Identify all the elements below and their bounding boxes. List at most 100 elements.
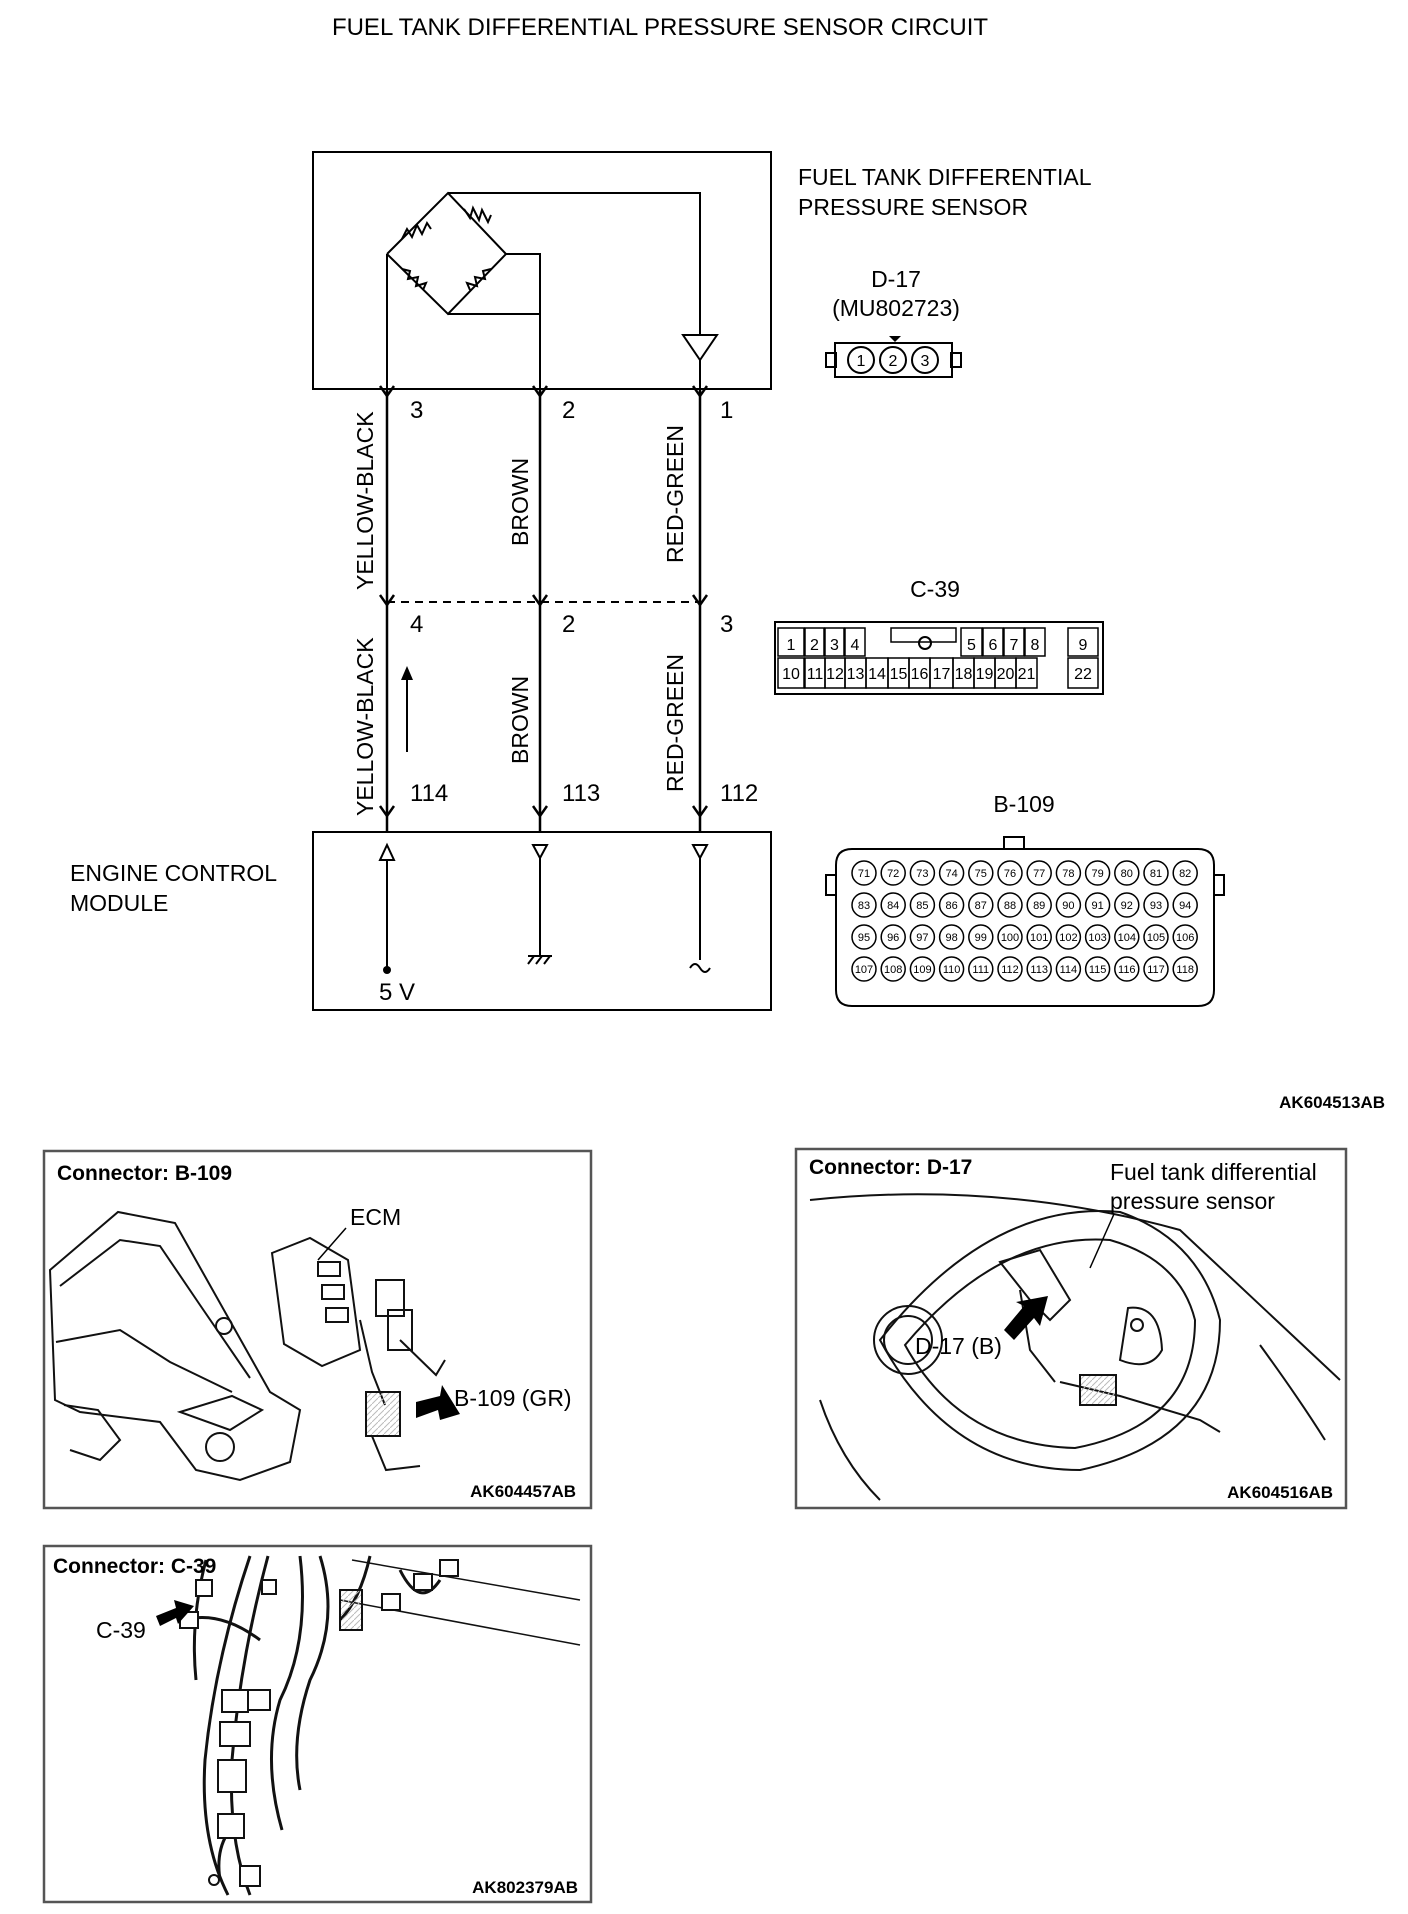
b109-pin-label: 74 — [945, 868, 957, 880]
b109-pin-cavity — [968, 924, 994, 950]
supply-voltage-label: 5 V — [379, 979, 415, 1006]
b109-pin-label: 106 — [1176, 932, 1194, 944]
b109-pin-cavity — [1055, 860, 1082, 886]
b109-pin-label: 100 — [1001, 932, 1019, 944]
b109-pin-cavity — [1143, 924, 1169, 950]
b109-pin-label: 104 — [1118, 932, 1136, 944]
b109-pin-cavity — [880, 860, 906, 886]
b109-pin-cavity — [851, 956, 877, 982]
b109-connector-label: B-109 — [993, 791, 1054, 817]
sensor-leader-line — [1089, 1213, 1115, 1269]
b109-pin-label: 77 — [1033, 868, 1045, 880]
wire-color-label: RED-GREEN — [662, 425, 688, 563]
diagram-reference: AK604513AB — [1279, 1093, 1385, 1112]
c39-pin-cavity — [824, 627, 845, 657]
c39-pin-label: 5 — [967, 637, 976, 654]
ecm-leader-line — [317, 1227, 347, 1261]
d17-connector: D-17 (MU802723) 1 2 3 — [825, 266, 962, 378]
c39-pin-label: 17 — [933, 666, 951, 683]
b109-pin-cavity — [851, 860, 877, 886]
diagram-title: FUEL TANK DIFFERENTIAL PRESSURE SENSOR C… — [332, 14, 988, 41]
ecm-pin-number: 114 — [410, 780, 448, 807]
b109-pin-label: 91 — [1091, 900, 1103, 912]
panel-reference: AK802379AB — [472, 1878, 578, 1897]
photo-panel-d17: Connector: D-17 Fuel tank differential p… — [794, 1147, 1348, 1510]
b109-pin-label: 107 — [855, 964, 873, 976]
sensor-label: FUEL TANK DIFFERENTIAL — [798, 164, 1092, 190]
wire-color-label: BROWN — [507, 458, 533, 546]
c39-pin-label: 4 — [851, 637, 860, 654]
c39-pin-label: 20 — [997, 666, 1015, 683]
b109-pin-label: 73 — [916, 868, 928, 880]
c39-pin-cavity — [1003, 627, 1025, 657]
ecm-callout: ECM — [350, 1204, 401, 1230]
c39-pin-cavity — [960, 627, 983, 657]
b109-pin-label: 84 — [887, 900, 899, 912]
b109-pin-label: 115 — [1089, 964, 1107, 976]
c39-pin-label: 15 — [890, 666, 908, 683]
b109-pin-label: 75 — [975, 868, 987, 880]
c39-pin-label: 12 — [826, 666, 844, 683]
b109-pin-label: 102 — [1059, 932, 1077, 944]
wire-harness — [378, 385, 709, 832]
b109-pin-label: 90 — [1062, 900, 1074, 912]
d17-connector-part: (MU802723) — [832, 295, 960, 321]
b109-pin-cavity — [1172, 892, 1198, 918]
b109-pin-label: 76 — [1004, 868, 1016, 880]
ecm-label: MODULE — [70, 890, 168, 916]
signal-direction-arrow — [401, 666, 413, 680]
b109-pin-label: 108 — [884, 964, 902, 976]
b109-pin-cavity — [1143, 892, 1169, 918]
c39-pin-label: 11 — [807, 666, 824, 683]
wire-color-label: RED-GREEN — [662, 654, 688, 792]
panel-reference: AK604516AB — [1227, 1483, 1333, 1502]
c39-pin-label: 10 — [782, 666, 800, 683]
harness-connectors — [179, 1559, 459, 1887]
b109-pin-cavity — [1026, 860, 1052, 886]
b109-pin-cavity — [880, 956, 906, 982]
c39-pin-label: 18 — [955, 666, 973, 683]
c39-pin-label: 7 — [1010, 637, 1019, 654]
c39-pin-number: 2 — [562, 611, 575, 638]
b109-pin-cavity — [1026, 892, 1052, 918]
ecm-label: ENGINE CONTROL — [70, 860, 277, 886]
c39-pin-cavity — [777, 627, 805, 657]
b109-pin-cavity — [851, 924, 877, 950]
c39-pin-cavity — [844, 627, 866, 657]
b109-pin-cavity — [1084, 860, 1111, 886]
b109-pin-cavity — [880, 892, 906, 918]
b109-pin-label: 118 — [1176, 964, 1194, 976]
b109-pin-label: 82 — [1179, 868, 1191, 880]
ecm-pin-number: 112 — [720, 780, 758, 807]
b109-pin-cavity — [1055, 956, 1082, 982]
b109-pin-label: 87 — [975, 900, 987, 912]
sensor-pin-number: 2 — [562, 397, 575, 424]
d17-connector-id: D-17 — [871, 266, 921, 292]
d17-callout: D-17 (B) — [915, 1333, 1002, 1359]
b109-pin-label: 85 — [916, 900, 928, 912]
b109-pin-label: 112 — [1001, 964, 1019, 976]
b109-pin-label: 113 — [1030, 964, 1048, 976]
b109-pin-label: 80 — [1121, 868, 1133, 880]
wire-color-label: YELLOW-BLACK — [352, 411, 378, 590]
b109-pin-label: 88 — [1004, 900, 1016, 912]
b109-pin-label: 96 — [887, 932, 899, 944]
panel-title: Connector: B-109 — [57, 1162, 232, 1185]
sensor-callout: Fuel tank differential — [1110, 1159, 1317, 1185]
b109-pin-cavity — [909, 860, 936, 886]
b109-pin-cavity — [1026, 924, 1052, 950]
b109-pin-cavity — [997, 892, 1023, 918]
c39-pin-cavity — [1024, 627, 1046, 657]
photo-panel-c39: Connector: C-39 C-39 AK802379AB — [42, 1544, 593, 1904]
b109-pin-cavity — [1172, 956, 1198, 982]
b109-pin-label: 93 — [1150, 900, 1162, 912]
c39-pin-label: 3 — [830, 637, 839, 654]
b109-pin-cavity — [938, 892, 965, 918]
svg-text:3: 3 — [921, 353, 930, 370]
b109-pin-cavity — [909, 956, 936, 982]
b109-pin-label: 94 — [1179, 900, 1191, 912]
b109-pin-cavity — [851, 892, 877, 918]
c39-pin-label: 14 — [868, 666, 886, 683]
